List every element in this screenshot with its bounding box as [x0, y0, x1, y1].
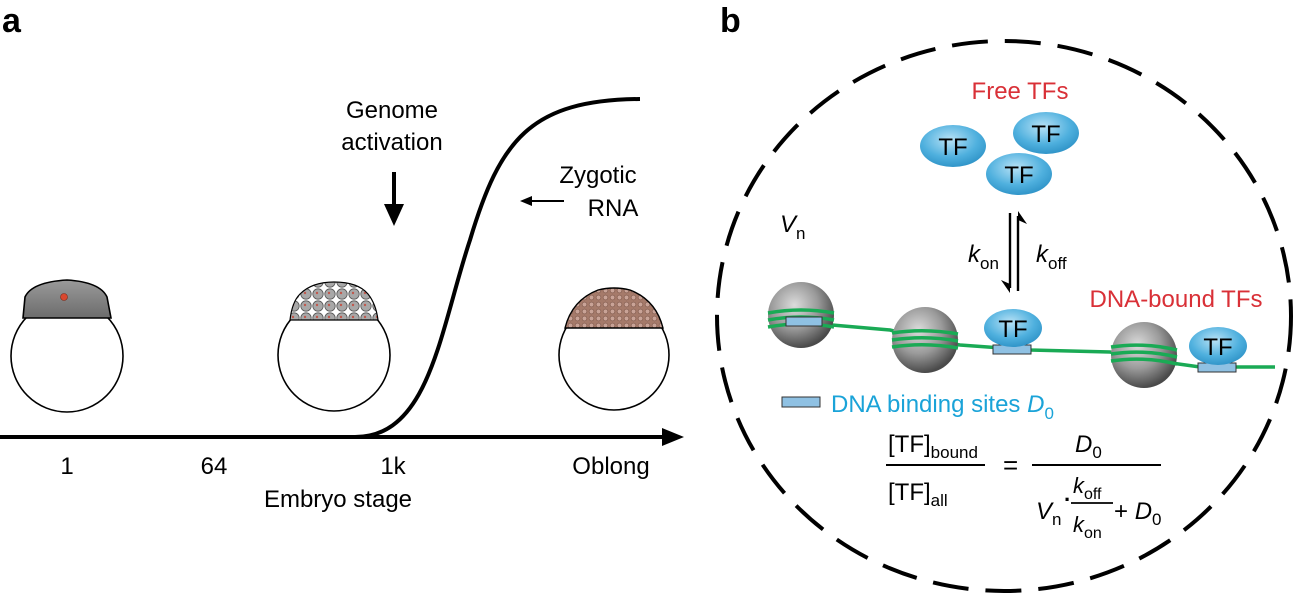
equilibrium-arrows [1001, 211, 1027, 293]
eq-equals: = [1003, 450, 1018, 480]
bound-tf-1: TF [984, 309, 1042, 347]
zygotic-rna-label-line1: Zygotic [559, 162, 636, 189]
zygotic-rna-label-line2: RNA [588, 195, 639, 222]
eq-rhs-den-plus-d0: + D0 [1114, 498, 1162, 529]
stage-label-oblong: Oblong [572, 453, 649, 480]
eq-rhs-den-dot: · [1064, 487, 1071, 512]
genome-activation-label-line1: Genome [346, 97, 438, 124]
embryo-1-cell [10, 279, 124, 413]
panel-a-letter: a [2, 2, 22, 40]
eq-lhs-denominator: [TF]all [888, 479, 948, 510]
free-tf-1: TF [920, 125, 986, 167]
free-tf-3-label: TF [1004, 162, 1033, 189]
genome-activation-arrow-head [384, 204, 404, 226]
free-tf-2: TF [1013, 112, 1079, 154]
x-axis-title: Embryo stage [264, 486, 412, 513]
bound-tf-2-label: TF [1203, 334, 1232, 361]
eq-rhs-numerator: D0 [1075, 431, 1102, 462]
embryo-oblong [558, 287, 670, 411]
panel-b-letter: b [720, 2, 741, 40]
koff-label: koff [1036, 241, 1067, 273]
eq-rhs-den-koff: koff [1073, 473, 1102, 503]
stage-label-1k: 1k [380, 453, 406, 480]
embryo-1k-cell [277, 281, 391, 412]
free-tf-2-label: TF [1031, 121, 1060, 148]
dna-bound-tfs-label: DNA-bound TFs [1090, 286, 1263, 313]
free-tf-1-label: TF [938, 134, 967, 161]
stage-label-64: 64 [201, 453, 228, 480]
binding-site-1 [785, 316, 823, 327]
free-tfs-label: Free TFs [972, 78, 1069, 105]
genome-activation-label-line2: activation [341, 129, 442, 156]
equilibrium-equation: [TF]bound [TF]all = D0 Vn · koff kon + D… [886, 431, 1162, 542]
bound-tf-1-label: TF [998, 316, 1027, 343]
kon-label: kon [968, 241, 999, 273]
stage-label-1: 1 [60, 453, 73, 480]
eq-rhs-den-volume: Vn [1036, 498, 1061, 529]
nucleosome-1 [767, 282, 835, 348]
zygotic-rna-curve [354, 97, 641, 439]
eq-lhs-numerator: [TF]bound [888, 431, 978, 462]
nucleosome-3 [1110, 322, 1178, 388]
x-axis-arrowhead [662, 428, 684, 446]
binding-sites-legend-label: DNA binding sites D0 [831, 391, 1054, 423]
bound-tf-2: TF [1189, 327, 1247, 365]
binding-site-legend-swatch [781, 396, 821, 408]
nucleus-boundary [715, 39, 1293, 593]
free-tf-3: TF [986, 153, 1052, 195]
nucleosome-2 [891, 307, 959, 373]
nuclear-volume-label: Vn [780, 211, 805, 243]
zygotic-rna-arrow-head [520, 196, 532, 206]
eq-rhs-den-kon: kon [1073, 512, 1102, 542]
